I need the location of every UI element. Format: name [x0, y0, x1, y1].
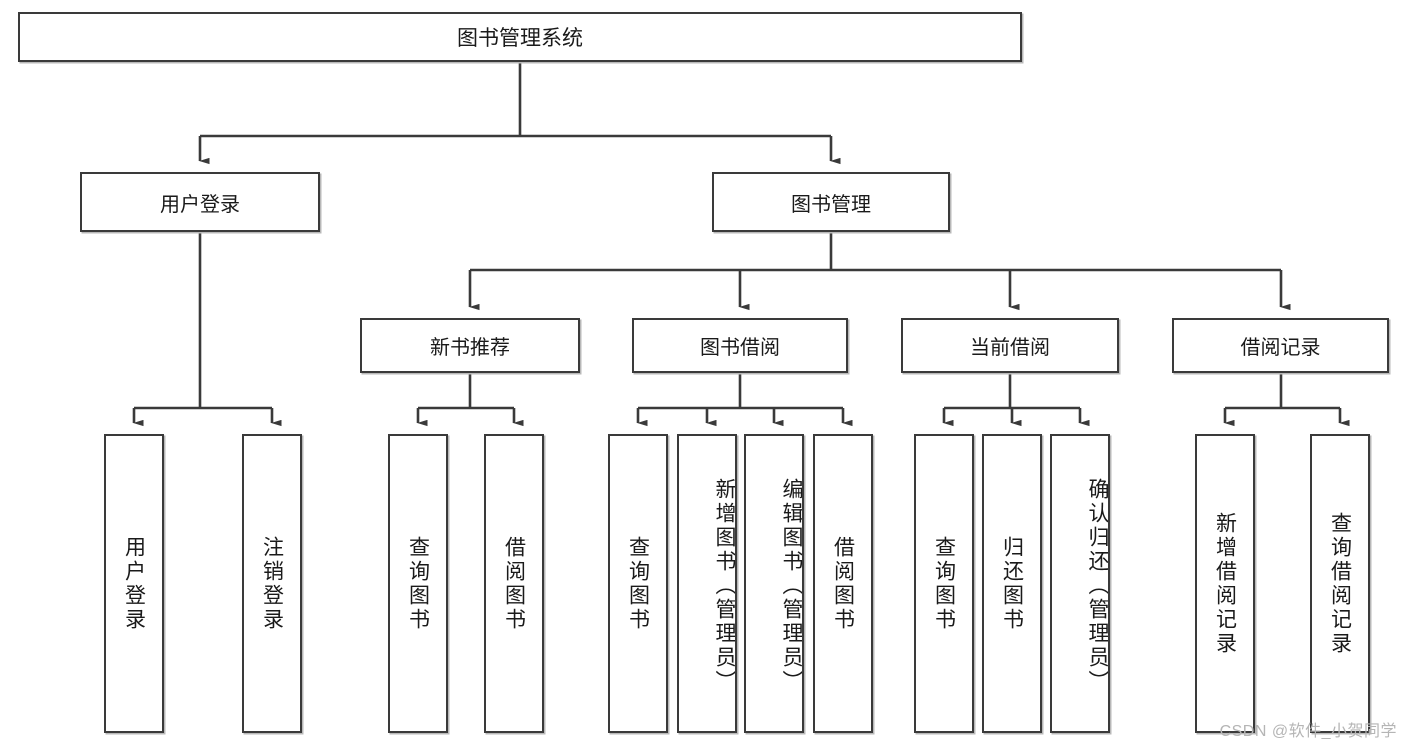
node-borrow-records[interactable]: 借阅记录 — [1172, 318, 1389, 373]
leaf-query-book-current-label: 查询图书 — [932, 535, 956, 632]
node-book-management[interactable]: 图书管理 — [712, 172, 950, 232]
node-new-book-recommend-label: 新书推荐 — [430, 337, 510, 359]
node-current-borrow[interactable]: 当前借阅 — [901, 318, 1119, 373]
leaf-query-borrow-record[interactable]: 查询借阅记录 — [1310, 434, 1370, 733]
leaf-add-book-admin[interactable]: 新增图书（管理员） — [677, 434, 737, 733]
leaf-query-book-borrow[interactable]: 查询图书 — [608, 434, 668, 733]
leaf-user-logout[interactable]: 注销登录 — [242, 434, 302, 733]
node-root[interactable]: 图书管理系统 — [18, 12, 1022, 62]
leaf-user-login-label: 用户登录 — [122, 535, 146, 632]
leaf-query-book-current[interactable]: 查询图书 — [914, 434, 974, 733]
leaf-return-book-label: 归还图书 — [1000, 535, 1024, 632]
node-book-borrow[interactable]: 图书借阅 — [632, 318, 848, 373]
leaf-edit-book-admin-label: 编辑图书（管理员） — [780, 477, 803, 694]
node-new-book-recommend[interactable]: 新书推荐 — [360, 318, 580, 373]
leaf-add-borrow-record[interactable]: 新增借阅记录 — [1195, 434, 1255, 733]
node-root-label: 图书管理系统 — [457, 27, 583, 50]
leaf-add-book-admin-label: 新增图书（管理员） — [713, 477, 736, 694]
leaf-query-borrow-record-label: 查询借阅记录 — [1328, 511, 1352, 656]
node-book-management-label: 图书管理 — [791, 193, 871, 216]
leaf-user-login[interactable]: 用户登录 — [104, 434, 164, 733]
node-current-borrow-label: 当前借阅 — [970, 337, 1050, 359]
leaf-query-book-recommend-label: 查询图书 — [406, 535, 430, 632]
leaf-borrow-book-recommend-label: 借阅图书 — [502, 535, 526, 632]
leaf-edit-book-admin[interactable]: 编辑图书（管理员） — [744, 434, 804, 733]
leaf-query-book-borrow-label: 查询图书 — [626, 535, 650, 632]
node-borrow-records-label: 借阅记录 — [1240, 337, 1321, 359]
leaf-borrow-book-label: 借阅图书 — [831, 535, 855, 632]
node-user-login[interactable]: 用户登录 — [80, 172, 320, 232]
node-book-borrow-label: 图书借阅 — [700, 337, 780, 359]
leaf-return-book[interactable]: 归还图书 — [982, 434, 1042, 733]
watermark: CSDN @软件_小贺同学 — [1219, 723, 1397, 740]
leaf-query-book-recommend[interactable]: 查询图书 — [388, 434, 448, 733]
leaf-confirm-return-admin-label: 确认归还（管理员） — [1086, 477, 1109, 694]
leaf-user-logout-label: 注销登录 — [260, 535, 284, 632]
leaf-borrow-book[interactable]: 借阅图书 — [813, 434, 873, 733]
node-user-login-label: 用户登录 — [160, 193, 240, 216]
leaf-add-borrow-record-label: 新增借阅记录 — [1213, 511, 1237, 656]
leaf-borrow-book-recommend[interactable]: 借阅图书 — [484, 434, 544, 733]
leaf-confirm-return-admin[interactable]: 确认归还（管理员） — [1050, 434, 1110, 733]
